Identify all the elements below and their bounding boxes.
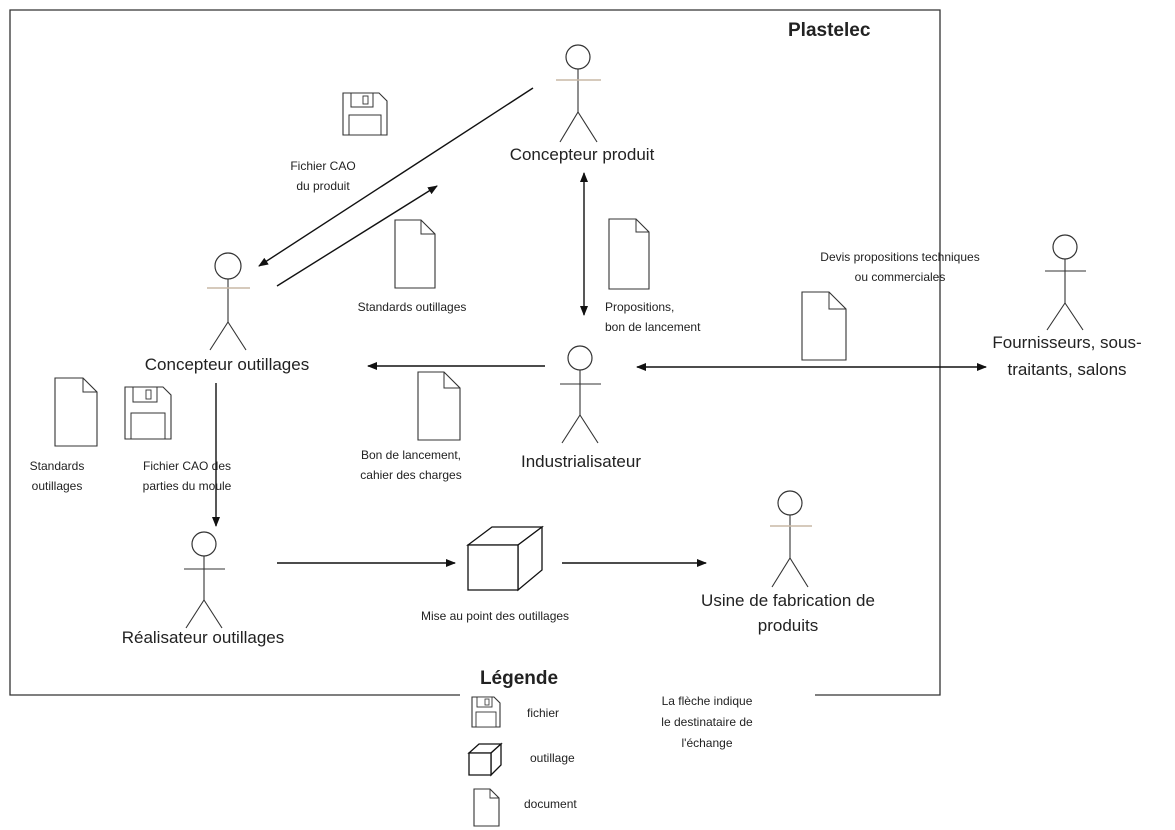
legend-label-outillage: outillage	[530, 751, 575, 765]
label-standards-outillages-top: Standards outillages	[358, 300, 467, 314]
actor-icon	[560, 345, 601, 444]
floppy-disk-icon	[124, 386, 172, 440]
legend: Légende fichier outillage document La fl…	[467, 668, 753, 827]
label-fichier-cao-produit-line1: Fichier CAO	[290, 159, 355, 173]
tooling-box-icon	[466, 525, 544, 592]
actor-concepteur-outillages: Concepteur outillages	[145, 252, 309, 374]
actor-usine: Usine de fabrication de produits	[701, 490, 875, 635]
label-bon-lancement-line2: cahier des charges	[360, 468, 461, 482]
label-bon-lancement-line1: Bon de lancement,	[361, 448, 461, 462]
label-standards-outillages-left-line1: Standards	[30, 459, 85, 473]
legend-floppy-disk-icon	[471, 696, 501, 728]
arrow-produit-to-outillages	[258, 87, 534, 267]
document-icon	[394, 219, 436, 289]
actor-icon	[556, 44, 601, 143]
actor-label-concepteur-produit: Concepteur produit	[510, 145, 655, 164]
actor-label-concepteur-outillages: Concepteur outillages	[145, 355, 309, 374]
legend-title: Légende	[480, 668, 558, 689]
legend-note-line2: le destinataire de	[661, 715, 753, 729]
actor-label-fournisseurs-line1: Fournisseurs, sous-	[992, 333, 1141, 352]
actor-icon	[770, 490, 812, 588]
actor-label-usine-line2: produits	[758, 616, 818, 635]
actor-label-realisateur-outillages: Réalisateur outillages	[122, 628, 285, 647]
arrow-outillages-to-produit	[276, 185, 438, 287]
actor-icon	[1045, 234, 1086, 331]
actor-label-usine-line1: Usine de fabrication de	[701, 591, 875, 610]
actor-fournisseurs: Fournisseurs, sous- traitants, salons	[992, 234, 1142, 379]
plastelec-boundary	[9, 9, 941, 696]
label-mise-au-point: Mise au point des outillages	[421, 609, 569, 623]
actor-icon	[207, 252, 250, 351]
legend-tooling-box-icon	[467, 742, 503, 777]
actor-label-industrialisateur: Industrialisateur	[521, 452, 641, 471]
label-propositions-line2: bon de lancement	[605, 320, 701, 334]
document-icon	[801, 291, 847, 361]
actor-realisateur-outillages: Réalisateur outillages	[122, 531, 285, 647]
legend-note-line3: l'échange	[682, 736, 733, 750]
label-fichier-cao-moule-line2: parties du moule	[143, 479, 232, 493]
actor-label-fournisseurs-line2: traitants, salons	[1007, 360, 1126, 379]
actor-concepteur-produit: Concepteur produit	[510, 44, 655, 164]
label-devis-line1: Devis propositions techniques	[820, 250, 979, 264]
legend-document-icon	[473, 788, 500, 827]
legend-label-document: document	[524, 797, 577, 811]
label-standards-outillages-left-line2: outillages	[32, 479, 83, 493]
floppy-disk-icon	[342, 92, 388, 136]
label-propositions-line1: Propositions,	[605, 300, 674, 314]
legend-label-fichier: fichier	[527, 706, 559, 720]
legend-note-line1: La flèche indique	[662, 694, 753, 708]
document-icon	[54, 377, 98, 447]
document-icon	[417, 371, 461, 441]
label-fichier-cao-produit-line2: du produit	[296, 179, 350, 193]
label-devis-line2: ou commerciales	[855, 270, 946, 284]
document-icon	[608, 218, 650, 290]
label-fichier-cao-moule-line1: Fichier CAO des	[143, 459, 231, 473]
actor-industrialisateur: Industrialisateur	[521, 345, 641, 471]
actor-icon	[184, 531, 225, 629]
boundary-title: Plastelec	[788, 20, 871, 41]
